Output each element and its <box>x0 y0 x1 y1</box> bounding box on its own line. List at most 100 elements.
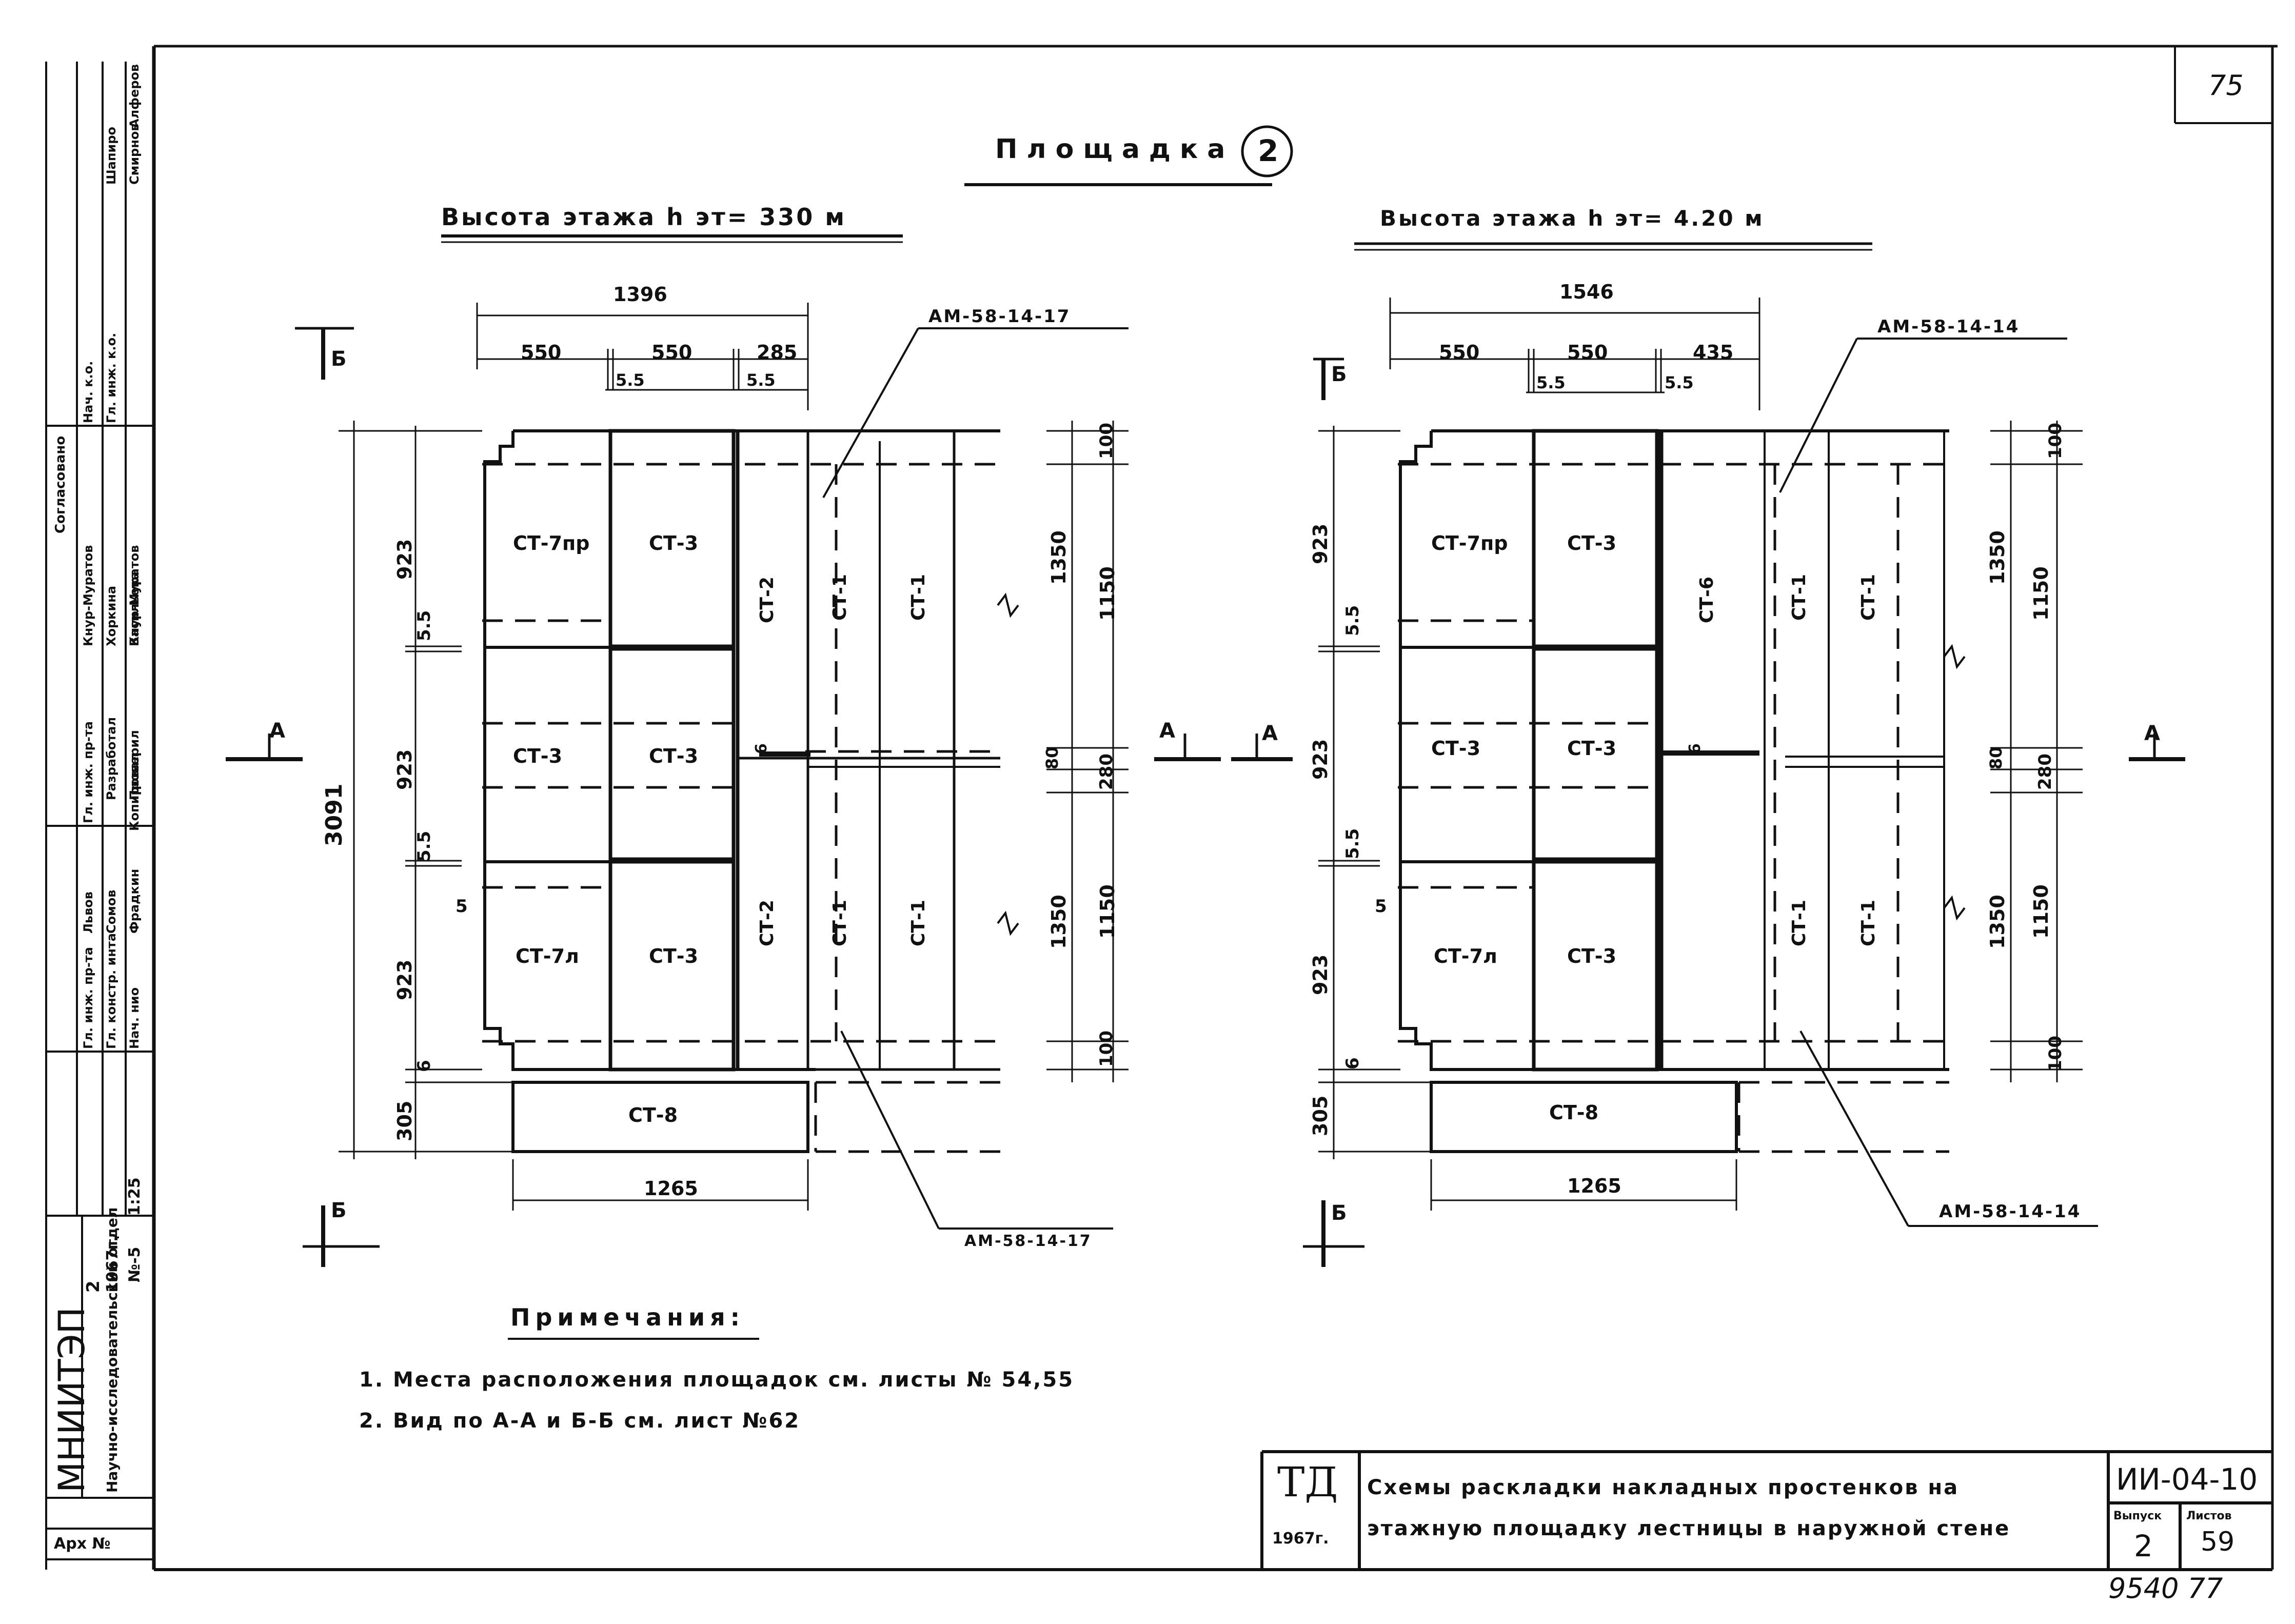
right-section-a-right: А <box>2144 722 2160 745</box>
panel-label: СТ-8 <box>1549 1101 1599 1124</box>
title-block-code: ИИ-04-10 <box>2116 1462 2258 1497</box>
left-height-total: 3091 <box>321 783 347 846</box>
stamp-name: Копировал <box>127 752 142 831</box>
panel-label: СТ-2 <box>757 577 778 623</box>
left-right-dim-100-a: 100 <box>1096 423 1117 459</box>
right-overall-width: 1546 <box>1559 281 1614 303</box>
stamp-column <box>46 62 154 1530</box>
panel-label: СТ-7пр <box>1431 532 1508 554</box>
panel-label: СТ-3 <box>1567 945 1617 967</box>
title-block-year: 1967г. <box>1272 1530 1329 1548</box>
panel-label: СТ-1 <box>1858 900 1879 946</box>
left-bottom-dim: 1265 <box>644 1177 698 1200</box>
right-dim-55-b: 5.5 <box>1342 828 1363 859</box>
note-item: 2. Вид по А-А и Б-Б см. лист №62 <box>359 1409 801 1433</box>
left-right-dim-1350-a: 1350 <box>1047 530 1070 585</box>
right-bottom-dim: 1265 <box>1567 1175 1621 1197</box>
panel-label: СТ-6 <box>1696 577 1717 623</box>
right-center-mark: 6 <box>1686 743 1704 754</box>
left-dim-55-a: 5.5 <box>414 610 434 641</box>
left-dim-923-b: 923 <box>393 749 416 790</box>
right-right-dim-1350-b: 1350 <box>1986 895 2009 949</box>
panel-label: СТ-3 <box>1431 737 1481 760</box>
title-block-line2: этажную площадку лестницы в наружной сте… <box>1367 1517 2011 1540</box>
right-top-dim-1: 550 <box>1439 341 1480 364</box>
left-gap-dim-1: 5.5 <box>616 370 645 390</box>
right-section-b-top: Б <box>1331 363 1347 386</box>
panel-label: СТ-7л <box>516 945 579 967</box>
right-dim-305: 305 <box>1309 1095 1332 1136</box>
right-right-dim-80: 80 <box>1986 746 2006 769</box>
right-plan <box>1231 242 2185 1267</box>
sheet-frame <box>45 45 2278 1571</box>
right-gap-dim-2: 5.5 <box>1665 373 1694 392</box>
left-right-dim-1350-b: 1350 <box>1047 895 1070 949</box>
panel-label: СТ-8 <box>628 1104 678 1126</box>
right-inner-mark: 5 <box>1375 896 1387 917</box>
panel-label: СТ-1 <box>1858 574 1879 621</box>
left-dim-923-a: 923 <box>393 539 416 580</box>
stamp-archive: Арх № <box>54 1535 111 1553</box>
panel-label: СТ-1 <box>908 900 929 946</box>
panel-label: СТ-3 <box>1567 532 1617 554</box>
right-dim-923-b: 923 <box>1309 739 1332 780</box>
left-dim-55-b: 5.5 <box>414 830 434 862</box>
right-right-dim-1350-a: 1350 <box>1986 530 2009 585</box>
left-top-dim-2: 550 <box>651 341 693 364</box>
stamp-scale: 1:25 <box>126 1177 144 1216</box>
right-section-a-left: А <box>1262 722 1278 745</box>
right-dim-6: 6 <box>1342 1057 1363 1070</box>
title-block-td: ТД <box>1277 1458 1338 1506</box>
panel-label: СТ-1 <box>908 574 929 621</box>
stamp-name: Хоркина <box>104 585 118 646</box>
right-right-dim-100-a: 100 <box>2045 423 2066 459</box>
title-block-line1: Схемы раскладки накладных простенков на <box>1367 1476 1960 1499</box>
right-leader-bottom: АМ-58-14-14 <box>1939 1201 2082 1222</box>
left-top-dim-1: 550 <box>521 341 562 364</box>
right-dim-55-a: 5.5 <box>1342 605 1363 636</box>
left-right-dim-80: 80 <box>1042 746 1062 769</box>
left-center-mark: 6 <box>753 743 770 754</box>
title-block-frame <box>1260 1450 2272 1570</box>
right-dim-923-a: 923 <box>1309 523 1332 564</box>
stamp-name: Кнур-Муратов <box>81 545 95 646</box>
notes-heading: Примечания: <box>510 1303 745 1331</box>
left-section-b-bottom: Б <box>331 1199 347 1222</box>
title-block-issue-label: Выпуск <box>2113 1510 2162 1522</box>
stamp-role: Нач. нио <box>127 987 142 1049</box>
left-leader-top: АМ-58-14-17 <box>928 306 1071 327</box>
stamp-role: Гл. инж. к.о. <box>104 332 118 423</box>
stamp-name: Согласовано <box>53 435 68 533</box>
stamp-issue: 2 <box>83 1280 104 1293</box>
stamp-org: МНИИТЭП <box>51 1306 93 1493</box>
right-leader-top: АМ-58-14-14 <box>1877 316 2020 337</box>
sheet-number: 75 <box>2208 69 2244 102</box>
left-plan-heading: Высота этажа h эт= 330 м <box>441 203 846 231</box>
stamp-name: Васильева <box>127 571 142 646</box>
panel-label: СТ-3 <box>649 532 699 554</box>
panel-label: СТ-3 <box>649 745 699 767</box>
right-dim-923-c: 923 <box>1309 954 1332 995</box>
stamp-name: Смирнов <box>127 123 142 185</box>
stamp-role: Нач. к.о. <box>81 361 95 423</box>
title-block-sheet-label: Листов <box>2186 1510 2232 1522</box>
left-overall-width: 1396 <box>613 283 667 306</box>
left-leader-bottom: АМ-58-14-17 <box>964 1232 1092 1250</box>
left-right-dim-1150-a: 1150 <box>1096 566 1119 621</box>
stamp-name: Львов <box>81 892 95 934</box>
left-section-a-left: А <box>269 719 285 743</box>
stamp-name: Разработал <box>104 717 118 800</box>
panel-label: СТ-1 <box>1789 574 1810 621</box>
stamp-year: 1967г. <box>104 1236 122 1293</box>
left-gap-dim-2: 5.5 <box>746 370 776 390</box>
panel-label: СТ-2 <box>757 900 778 946</box>
left-top-dim-3: 285 <box>757 341 798 364</box>
stamp-role: Гл. инж. пр-та <box>81 721 95 823</box>
panel-label: СТ-3 <box>1567 737 1617 760</box>
stamp-name: Фрадкин <box>127 868 142 934</box>
right-right-dim-1150-a: 1150 <box>2030 566 2052 621</box>
title-number: 2 <box>1258 133 1279 168</box>
right-right-dim-1150-b: 1150 <box>2030 884 2052 939</box>
panel-label: СТ-1 <box>829 574 850 621</box>
right-gap-dim-1: 5.5 <box>1536 373 1566 392</box>
